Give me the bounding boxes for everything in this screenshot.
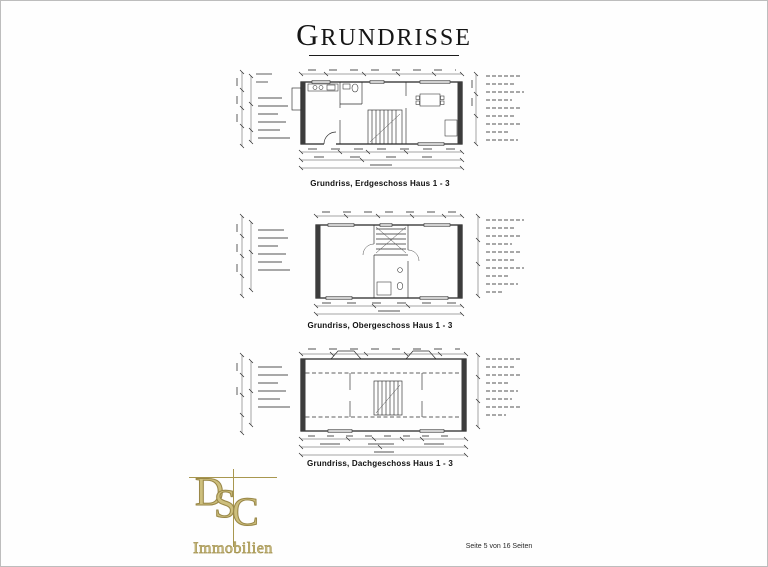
top-dimension-chain	[298, 69, 465, 77]
stairs	[375, 226, 407, 254]
right-annotation-column	[475, 213, 524, 299]
left-dimension-chains	[236, 69, 290, 149]
company-logo: D S C Immobilien	[187, 464, 279, 560]
top-dimension-chain	[298, 348, 469, 357]
right-annotation-column	[471, 71, 524, 147]
logo-vertical-line	[233, 469, 234, 547]
bathroom-fixtures	[376, 267, 404, 296]
logo-company-name: Immobilien	[193, 540, 273, 558]
logo-letter-c: C	[232, 489, 260, 534]
caption-erdgeschoss: Grundriss, Erdgeschoss Haus 1 - 3	[310, 179, 450, 188]
stairs	[373, 380, 403, 416]
bottom-dimension-chains	[298, 435, 469, 458]
floor-outline	[315, 223, 463, 300]
top-dimension-chain	[313, 211, 465, 219]
left-dimension-chains	[236, 352, 290, 436]
logo-letter-s: S	[213, 481, 237, 526]
bottom-dimension-chains	[298, 148, 465, 171]
caption-dachgeschoss: Grundriss, Dachgeschoss Haus 1 - 3	[307, 459, 453, 468]
floor-outline	[300, 350, 467, 433]
logo-letter-d: D	[195, 469, 225, 514]
obergeschoss-floorplan	[236, 211, 524, 317]
erdgeschoss-floorplan	[236, 69, 524, 171]
left-dimension-chains	[236, 213, 290, 299]
bottom-dimension-chains	[313, 302, 465, 317]
kitchen-and-bath-fixtures	[307, 83, 359, 93]
page-number: Seite 5 von 16 Seiten	[465, 543, 533, 550]
right-annotation-column	[475, 352, 522, 430]
dachgeschoss-floorplan	[236, 348, 522, 458]
living-room-furniture	[415, 93, 458, 137]
windows	[325, 223, 451, 300]
title-underline	[309, 55, 459, 56]
windows	[311, 80, 451, 146]
stairs	[367, 109, 403, 145]
page-title: Grundrisse	[296, 17, 472, 52]
caption-obergeschoss: Grundriss, Obergeschoss Haus 1 - 3	[307, 321, 453, 330]
windows	[327, 429, 445, 433]
